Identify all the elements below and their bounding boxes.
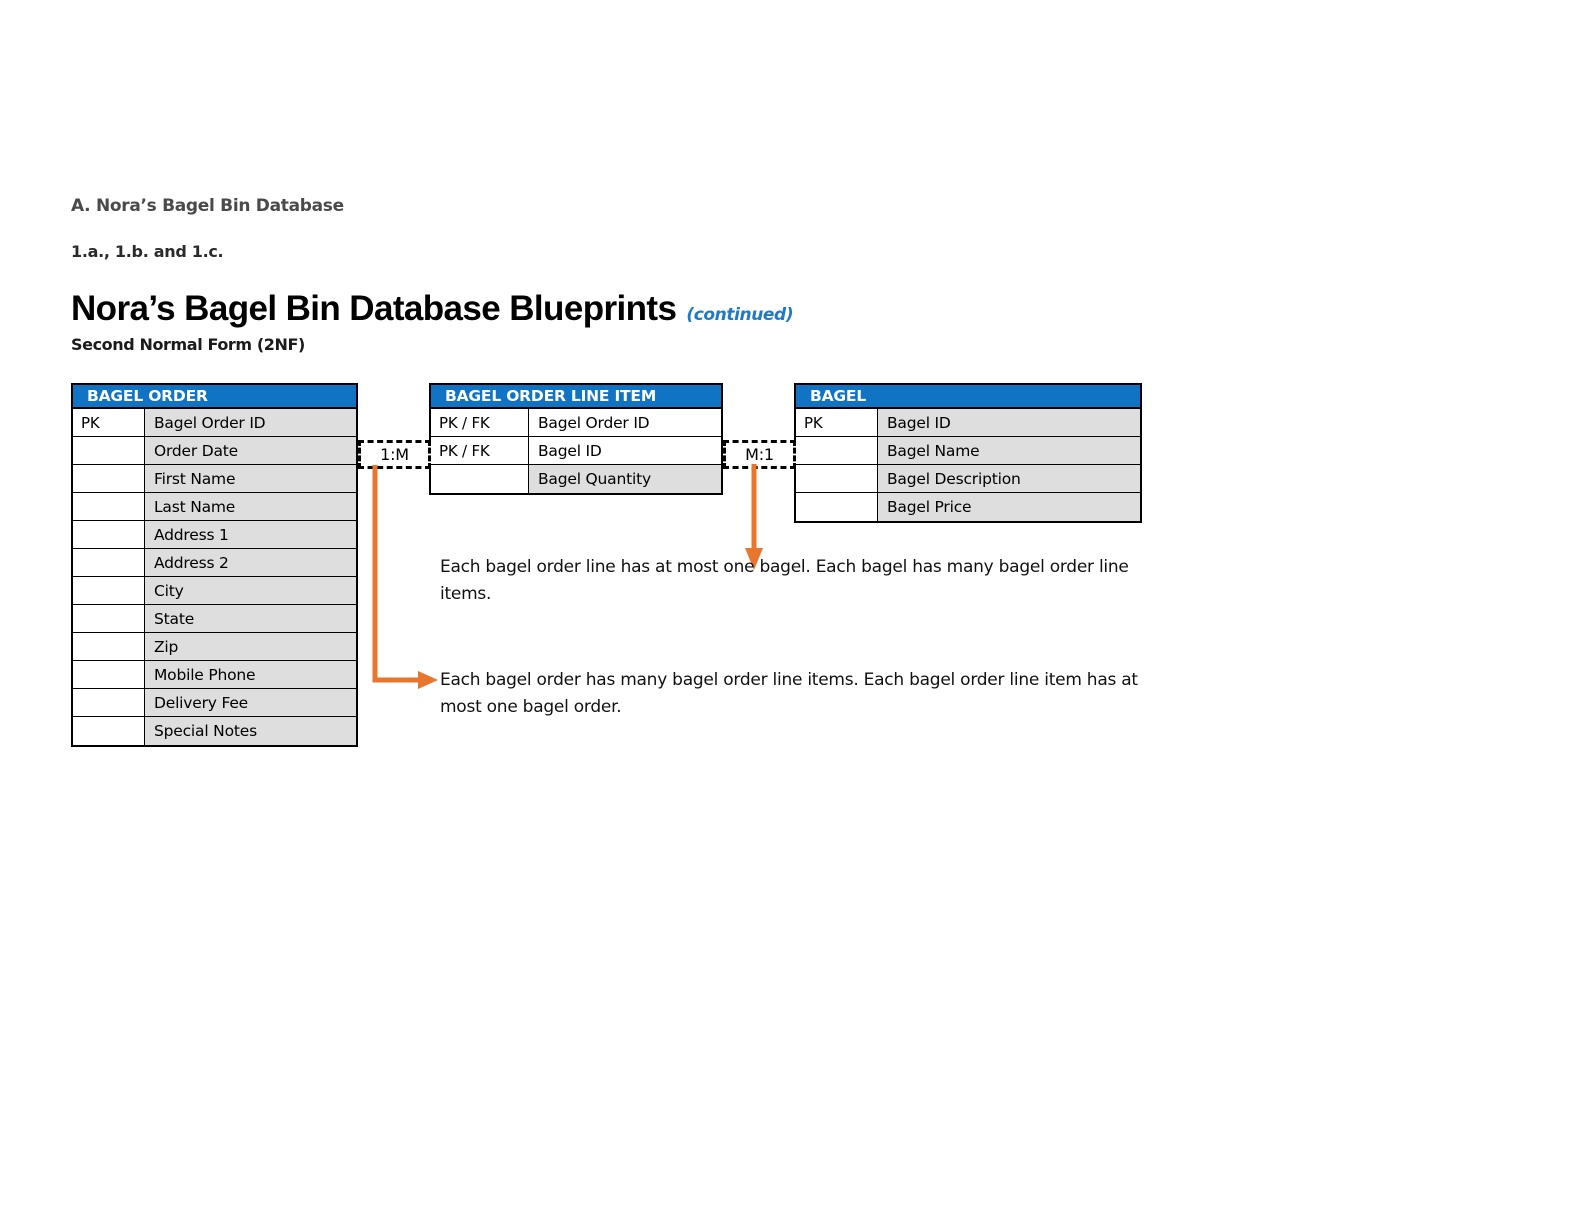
- key-cell: [73, 549, 145, 576]
- attribute-cell: State: [145, 605, 356, 632]
- attribute-cell: Bagel Quantity: [529, 465, 721, 493]
- table-row: Address 2: [73, 549, 356, 577]
- key-cell: PK: [796, 409, 878, 436]
- relationship-note-bagel: Each bagel order line has at most one ba…: [440, 557, 1129, 604]
- key-cell: [73, 493, 145, 520]
- attribute-cell: Special Notes: [145, 717, 356, 745]
- table-row: Zip: [73, 633, 356, 661]
- entity-table-bagel-order-line-item: BAGEL ORDER LINE ITEM PK / FK Bagel Orde…: [429, 383, 723, 495]
- key-cell: [796, 465, 878, 492]
- table-row: Order Date: [73, 437, 356, 465]
- attribute-cell: Delivery Fee: [145, 689, 356, 716]
- normal-form-label: Second Normal Form (2NF): [71, 335, 305, 354]
- attribute-cell: Bagel ID: [878, 409, 1140, 436]
- table-row: Bagel Name: [796, 437, 1140, 465]
- entity-header-bagel: BAGEL: [796, 385, 1140, 409]
- cardinality-label-one-to-many: 1:M: [358, 440, 431, 469]
- attribute-cell: Address 2: [145, 549, 356, 576]
- table-row: PK Bagel ID: [796, 409, 1140, 437]
- cardinality-label-many-to-one: M:1: [723, 440, 796, 469]
- table-row: Delivery Fee: [73, 689, 356, 717]
- attribute-cell: Bagel Order ID: [529, 409, 721, 436]
- attribute-cell: Bagel Price: [878, 493, 1140, 521]
- key-cell: [73, 633, 145, 660]
- attribute-cell: Bagel Description: [878, 465, 1140, 492]
- table-row: Bagel Price: [796, 493, 1140, 521]
- relationship-arrow-order-to-line: [372, 465, 438, 689]
- key-cell: [431, 465, 529, 493]
- key-cell: [73, 717, 145, 745]
- key-cell: [73, 577, 145, 604]
- requirement-label: 1.a., 1.b. and 1.c.: [71, 242, 224, 261]
- key-cell: [73, 689, 145, 716]
- key-cell: PK: [73, 409, 145, 436]
- table-row: Address 1: [73, 521, 356, 549]
- page-title-text: Nora’s Bagel Bin Database Blueprints: [71, 289, 677, 328]
- attribute-cell: Address 1: [145, 521, 356, 548]
- section-label: A. Nora’s Bagel Bin Database: [71, 196, 344, 216]
- table-row: Mobile Phone: [73, 661, 356, 689]
- entity-header-bagel-order: BAGEL ORDER: [73, 385, 356, 409]
- key-cell: [796, 493, 878, 521]
- key-cell: PK / FK: [431, 437, 529, 464]
- table-row: Last Name: [73, 493, 356, 521]
- key-cell: [73, 521, 145, 548]
- attribute-cell: First Name: [145, 465, 356, 492]
- attribute-cell: Order Date: [145, 437, 356, 464]
- entity-header-bagel-order-line-item: BAGEL ORDER LINE ITEM: [431, 385, 721, 409]
- attribute-cell: Bagel ID: [529, 437, 721, 464]
- attribute-cell: Mobile Phone: [145, 661, 356, 688]
- heading-block: A. Nora’s Bagel Bin Database 1.a., 1.b. …: [71, 196, 794, 354]
- attribute-cell: Zip: [145, 633, 356, 660]
- table-row: State: [73, 605, 356, 633]
- key-cell: [73, 661, 145, 688]
- table-row: Bagel Description: [796, 465, 1140, 493]
- relationship-arrow-line-to-bagel: [745, 464, 763, 570]
- attribute-cell: City: [145, 577, 356, 604]
- table-row: PK / FK Bagel ID: [431, 437, 721, 465]
- entity-table-bagel-order: BAGEL ORDER PK Bagel Order ID Order Date…: [71, 383, 358, 747]
- key-cell: PK / FK: [431, 409, 529, 436]
- attribute-cell: Last Name: [145, 493, 356, 520]
- attribute-cell: Bagel Order ID: [145, 409, 356, 436]
- table-row: Bagel Quantity: [431, 465, 721, 493]
- table-row: First Name: [73, 465, 356, 493]
- continued-label: (continued): [686, 305, 794, 325]
- relationship-note-order: Each bagel order has many bagel order li…: [440, 670, 1138, 717]
- table-row: Special Notes: [73, 717, 356, 745]
- table-row: PK / FK Bagel Order ID: [431, 409, 721, 437]
- attribute-cell: Bagel Name: [878, 437, 1140, 464]
- key-cell: [796, 437, 878, 464]
- key-cell: [73, 465, 145, 492]
- page-title: Nora’s Bagel Bin Database Blueprints (co…: [71, 289, 794, 329]
- key-cell: [73, 437, 145, 464]
- table-row: PK Bagel Order ID: [73, 409, 356, 437]
- table-row: City: [73, 577, 356, 605]
- entity-table-bagel: BAGEL PK Bagel ID Bagel Name Bagel Descr…: [794, 383, 1142, 523]
- key-cell: [73, 605, 145, 632]
